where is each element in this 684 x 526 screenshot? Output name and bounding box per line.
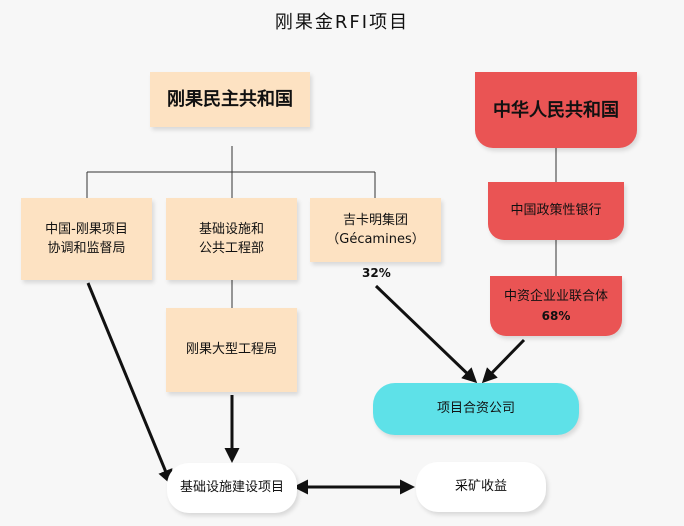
infra-projects-node: 基础设施建设项目 (167, 463, 297, 513)
consortium-label: 中资企业业联合体 (503, 289, 608, 305)
mining-revenue-label: 采矿收益 (454, 479, 507, 495)
gecamines-label-2: （Gécamines） (326, 232, 425, 247)
policy-bank-node: 中国政策性银行 (488, 182, 624, 240)
gecamines-share: 32% (362, 266, 391, 280)
coord-bureau-label-2: 协调和监督局 (47, 241, 126, 256)
consortium-share: 68% (541, 308, 571, 323)
diagram-title: 刚果金RFI项目 (274, 12, 410, 33)
policy-bank-label: 中国政策性银行 (510, 203, 602, 219)
gecamines-label-1: 吉卡明集团 (342, 212, 408, 228)
consortium-node: 中资企业业联合体 68% (490, 276, 622, 336)
drc-node: 刚果民主共和国 (150, 72, 310, 127)
infra-ministry-label-2: 公共工程部 (198, 241, 264, 256)
large-works-bureau-label: 刚果大型工程局 (185, 342, 277, 358)
drc-label: 刚果民主共和国 (167, 89, 293, 110)
gecamines-node: 吉卡明集团 （Gécamines） (310, 198, 441, 262)
joint-venture-label: 项目合资公司 (436, 401, 515, 417)
coord-to-infra-projects-arrow (86, 282, 173, 485)
consortium-to-jv-arrow (481, 338, 526, 384)
infra-ministry-label-1: 基础设施和 (198, 221, 264, 237)
mining-revenue-node: 采矿收益 (416, 462, 546, 512)
prc-node: 中华人民共和国 (475, 72, 637, 148)
joint-venture-node: 项目合资公司 (373, 383, 579, 435)
coord-bureau-node: 中国-刚果项目 协调和监督局 (21, 198, 152, 280)
infra-projects-label: 基础设施建设项目 (179, 480, 284, 496)
coord-bureau-label-1: 中国-刚果项目 (45, 221, 128, 237)
large-works-bureau-node: 刚果大型工程局 (166, 308, 297, 392)
prc-label: 中华人民共和国 (493, 99, 619, 121)
gecamines-to-jv-arrow (374, 284, 478, 384)
infra-ministry-node: 基础设施和 公共工程部 (166, 198, 297, 280)
